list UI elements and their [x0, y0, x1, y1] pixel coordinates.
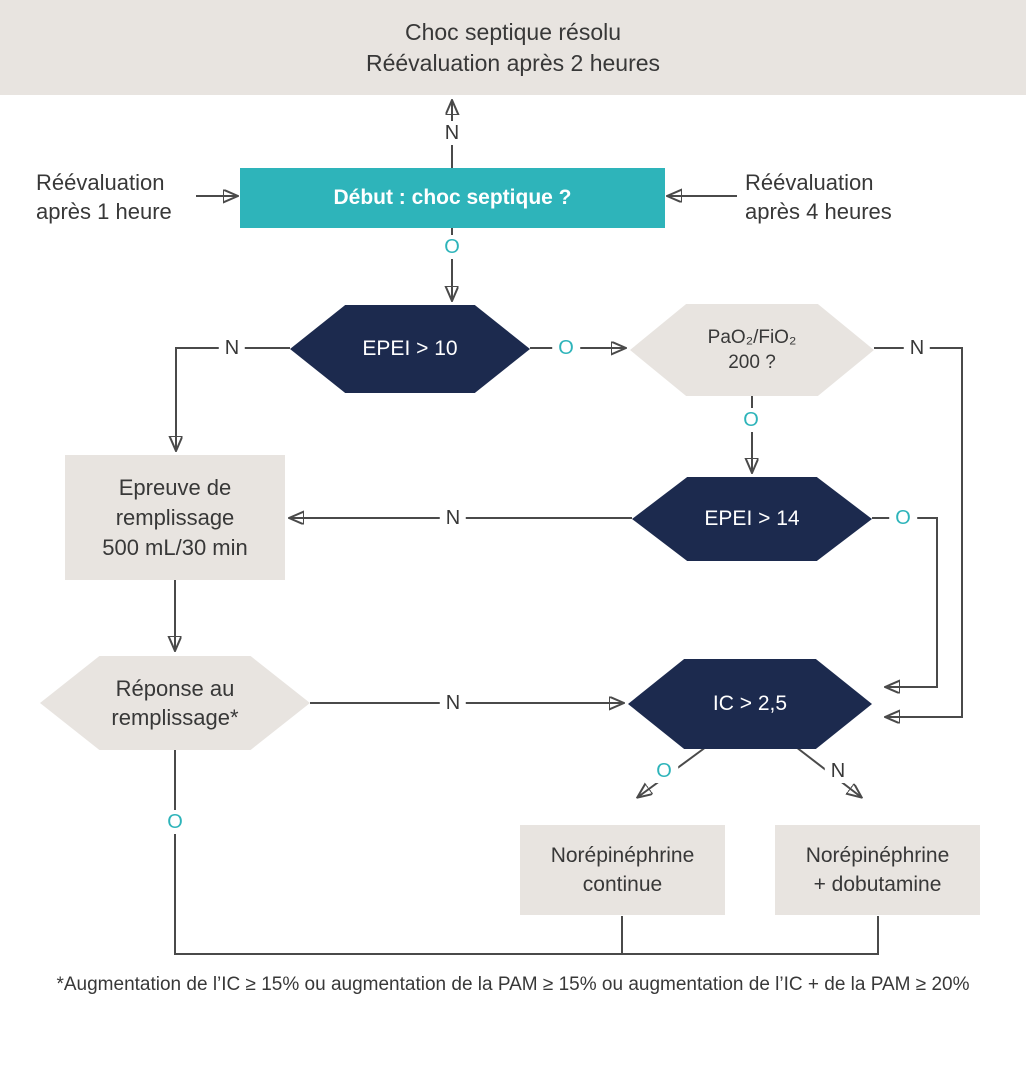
branch-yes-pao2: O [737, 408, 765, 432]
branch-no-start-to-resolved: N [438, 121, 466, 145]
start-label: Début : choc septique ? [333, 186, 572, 209]
resolved-line1: Choc septique résolu [404, 18, 622, 45]
arrow-epei10-no-to-epreuve [176, 347, 290, 450]
resolved-line2: Réévaluation après 2 heures [365, 49, 661, 76]
pao2-line2: 200 ? [728, 352, 776, 373]
norepi-continue-line1: Norépinéphrine [550, 844, 695, 867]
arrow-pao2-no-to-ic [874, 347, 963, 717]
branch-yes-reponse: O [161, 810, 189, 834]
branch-no-pao2: N [903, 336, 931, 360]
epei14-label: EPEI > 14 [704, 507, 800, 530]
line-reponse-yes-bottom-loop [174, 750, 879, 955]
branch-no-ic25: N [824, 759, 852, 783]
node-epreuve-remplissage: Epreuve de remplissage 500 mL/30 min [65, 455, 285, 580]
node-epei10: EPEI > 10 [290, 305, 530, 393]
branch-no-epei10: N [218, 336, 246, 360]
norepi-dobu-line2: + dobutamine [813, 873, 942, 896]
reeval-1h-line1: Réévaluation [36, 170, 165, 195]
node-pao2-fio2: PaO₂/FiO₂ 200 ? [630, 304, 874, 396]
branch-yes-epei14: O [889, 506, 917, 530]
epreuve-line2: remplissage [115, 504, 235, 530]
pao2-line1: PaO₂/FiO₂ [707, 327, 797, 348]
node-ic25: IC > 2,5 [628, 659, 872, 749]
branch-yes-start-to-epei10: O [438, 235, 466, 259]
arrow-epei14-yes-to-ic [872, 517, 938, 687]
reeval-1h-line2: après 1 heure [36, 199, 172, 224]
epreuve-line3: 500 mL/30 min [102, 534, 248, 560]
reponse-line2: remplissage* [111, 705, 239, 730]
node-norepinephrine-continue: Norépinéphrine continue [520, 825, 725, 915]
label-reeval-4h: Réévaluation après 4 heures [745, 168, 892, 226]
node-start-question: Début : choc septique ? [240, 168, 665, 228]
node-reponse-remplissage: Réponse au remplissage* [40, 656, 310, 750]
epreuve-line1: Epreuve de [118, 474, 232, 500]
norepi-dobu-line1: Norépinéphrine [805, 844, 950, 867]
ic25-label: IC > 2,5 [712, 692, 788, 715]
branch-yes-epei10: O [552, 336, 580, 360]
norepi-continue-line2: continue [582, 873, 663, 896]
label-reeval-1h: Réévaluation après 1 heure [36, 168, 172, 226]
branch-no-reponse: N [439, 691, 467, 715]
footnote: *Augmentation de l’IC ≥ 15% ou augmentat… [56, 974, 970, 995]
node-norepinephrine-dobutamine: Norépinéphrine + dobutamine [775, 825, 980, 915]
node-epei14: EPEI > 14 [632, 477, 872, 561]
reponse-line1: Réponse au [115, 676, 235, 701]
node-shock-resolved: Choc septique résolu Réévaluation après … [0, 0, 1026, 95]
reeval-4h-line2: après 4 heures [745, 199, 892, 224]
branch-yes-ic25: O [650, 759, 678, 783]
epei10-label: EPEI > 10 [362, 337, 458, 360]
branch-no-epei14: N [439, 506, 467, 530]
reeval-4h-line1: Réévaluation [745, 170, 874, 195]
